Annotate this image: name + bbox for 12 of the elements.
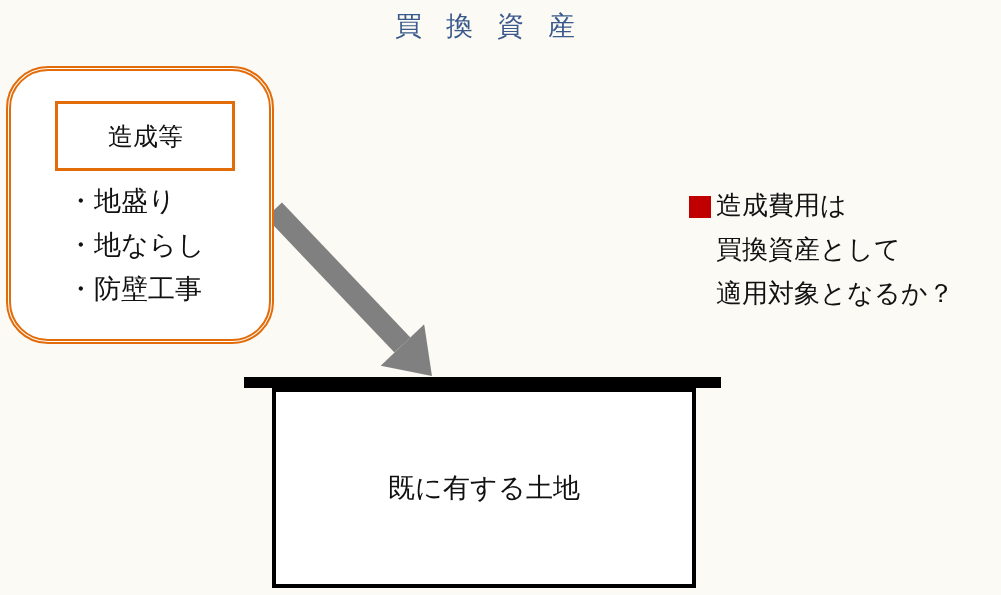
question-text: 適用対象となるか？ (716, 277, 954, 310)
heading-box (55, 101, 235, 171)
list-item: ・地盛り (67, 184, 176, 218)
node-text: 既に有する土地 (388, 471, 580, 505)
land-box (272, 388, 696, 588)
rounded-box (6, 66, 274, 344)
question-text: 造成費用は (716, 189, 847, 222)
title: 買換資産 (393, 9, 601, 43)
question-text: 買換資産として (716, 233, 901, 266)
node-text: 造成等 (107, 120, 183, 153)
list-item: ・地ならし (67, 228, 205, 262)
list-item: ・防壁工事 (67, 272, 202, 306)
